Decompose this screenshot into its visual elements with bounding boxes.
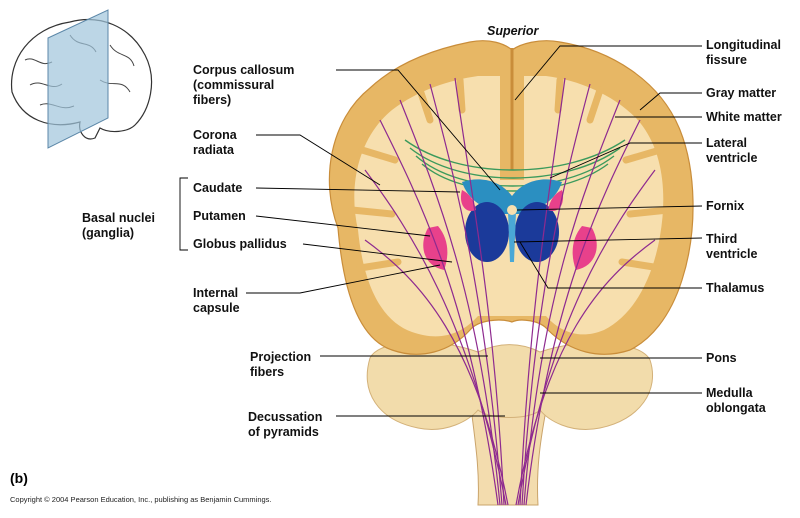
caudate-right	[548, 190, 564, 211]
caudate-left	[460, 190, 476, 211]
label-putamen: Putamen	[193, 209, 246, 223]
label-gray-matter: Gray matter	[706, 86, 777, 100]
inset-brain-orientation	[10, 9, 153, 149]
label-globus-pallidus: Globus pallidus	[193, 237, 287, 251]
thalamus-left	[465, 202, 509, 262]
thalamus-right	[515, 202, 559, 262]
fornix	[507, 205, 517, 215]
projection-fibers	[364, 77, 656, 506]
label-basal-nuclei: Basal nuclei(ganglia)	[82, 211, 155, 240]
label-fornix: Fornix	[706, 199, 745, 213]
copyright-notice: Copyright © 2004 Pearson Education, Inc.…	[10, 495, 272, 504]
label-superior: Superior	[487, 24, 539, 38]
pons	[366, 341, 654, 430]
label-caudate: Caudate	[193, 181, 243, 195]
commissural-fibers	[404, 139, 626, 192]
section-plane	[47, 9, 109, 149]
third-ventricle	[508, 212, 516, 262]
cortical-folds	[348, 76, 672, 272]
label-pons: Pons	[706, 351, 737, 365]
label-thalamus: Thalamus	[706, 281, 765, 295]
leader-lines	[179, 45, 703, 417]
brainstem	[469, 399, 549, 506]
label-white-matter: White matter	[706, 110, 782, 124]
panel-label: (b)	[10, 470, 28, 486]
